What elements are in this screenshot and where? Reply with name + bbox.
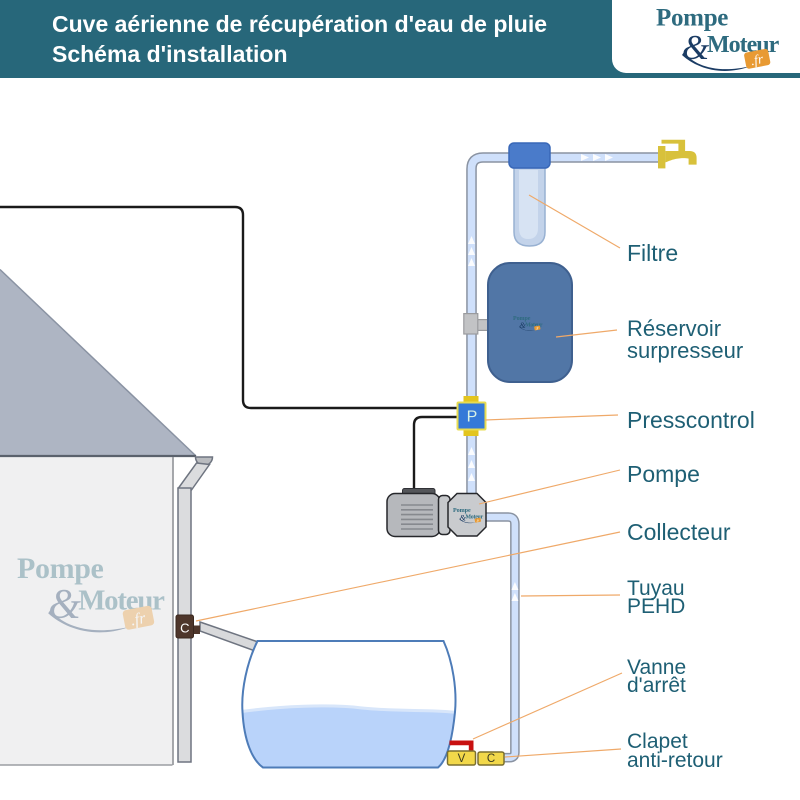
svg-text:C: C [180, 621, 189, 636]
svg-text:P: P [467, 409, 478, 426]
svg-text:C: C [487, 753, 495, 765]
svg-text:V: V [458, 753, 466, 765]
